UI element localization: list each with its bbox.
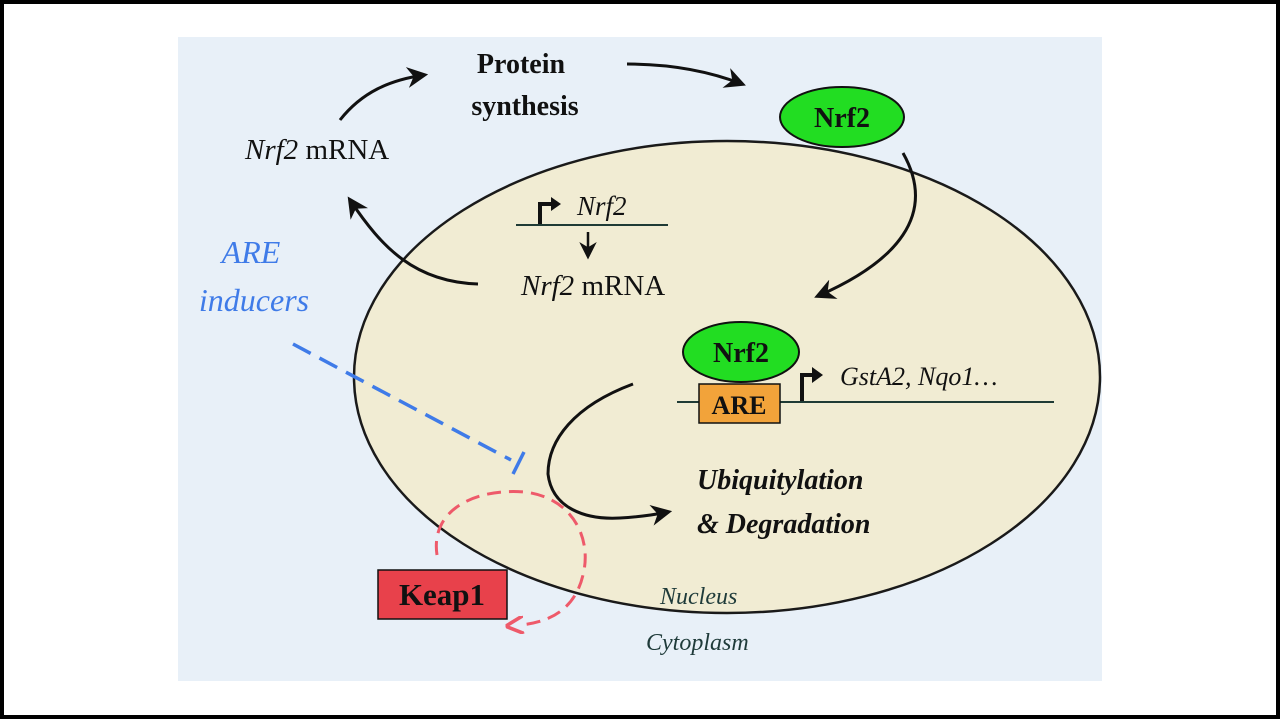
inducer-inhibition-line <box>292 342 512 462</box>
cytoplasm-label: Cytoplasm <box>646 630 749 656</box>
nucleus-nrf2-mrna-label: Nrf2 mRNA <box>520 270 665 302</box>
nucleus-mrna-suffix: mRNA <box>574 270 665 302</box>
keap1-box <box>377 569 508 620</box>
cytoplasm-nrf2-mrna-label: Nrf2 mRNA <box>244 134 389 166</box>
nucleus-label: Nucleus <box>659 584 737 610</box>
are-inducers-label-line1: ARE <box>220 234 281 270</box>
keap1-label: Keap1 <box>399 577 485 612</box>
target-genes-label: GstA2, Nqo1… <box>840 362 997 391</box>
cytoplasm-nrf2-gene: Nrf2 <box>244 134 298 166</box>
nrf2-protein-cytoplasm <box>779 86 905 148</box>
are-element-box <box>698 383 781 424</box>
nuclear-nrf2-gene-label: Nrf2 <box>576 191 627 221</box>
target-promoter-arrow-icon <box>800 373 815 401</box>
arrow-mrna-export <box>347 196 479 286</box>
nrf2-protein-nucleus <box>682 321 800 383</box>
nrf2-protein-nucleus-label: Nrf2 <box>713 338 769 369</box>
nrf2-promoter-arrow-icon <box>538 202 554 224</box>
keap1-shuttle-loop <box>434 490 587 625</box>
nrf2-pathway-diagram: Protein synthesis Nrf2 mRNA Nrf2 Nrf2 Nr… <box>178 37 1102 681</box>
arrow-degradation <box>546 382 673 526</box>
protein-synthesis-label-line2: synthesis <box>471 91 578 122</box>
nrf2-protein-cytoplasm-label: Nrf2 <box>814 103 870 134</box>
protein-synthesis-label-line1: Protein <box>477 49 566 80</box>
nucleus-nrf2-gene: Nrf2 <box>520 270 574 302</box>
ubiquitylation-label-line1: Ubiquitylation <box>697 465 863 496</box>
inhibition-bar <box>511 451 526 475</box>
arrow-protein-to-nrf2 <box>626 62 746 88</box>
ubiquitylation-label-line2: & Degradation <box>697 509 870 540</box>
cytoplasm-mrna-suffix: mRNA <box>298 134 389 166</box>
nrf2-promoter-arrowhead <box>551 197 561 211</box>
are-inducers-label-line2: inducers <box>199 282 309 318</box>
arrow-mrna-to-protein <box>338 67 429 121</box>
are-element-label: ARE <box>712 391 767 420</box>
arrow-nrf2-into-nucleus <box>814 152 917 299</box>
target-promoter-arrowhead <box>812 367 823 383</box>
